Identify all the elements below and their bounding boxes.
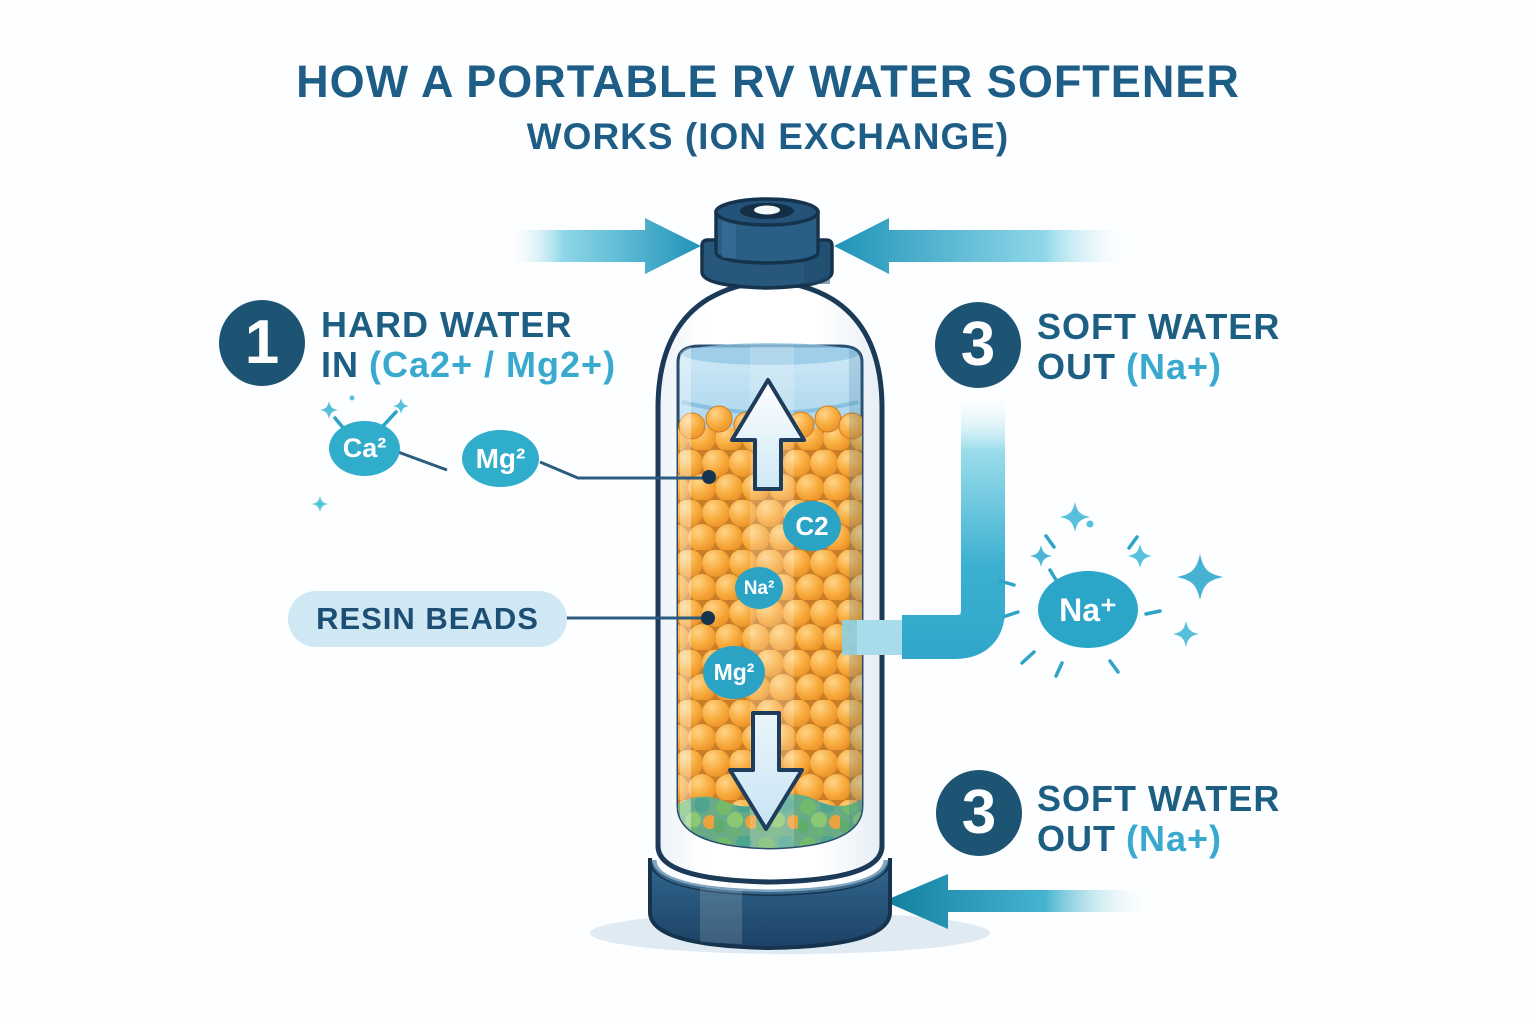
tank-base [648, 857, 892, 951]
soft-water-out-top-label: SOFT WATER OUT(Na+) [1037, 307, 1280, 386]
leader-lines [397, 450, 716, 625]
step-1-badge: 1 [219, 300, 305, 386]
step-3-top-badge: 3 [935, 302, 1021, 388]
tank-sodium-ion-chip: Na² [735, 567, 783, 609]
hard-water-in-label: HARD WATER IN(Ca2+ / Mg2+) [321, 305, 616, 384]
soft-water-top-formula: (Na+) [1126, 345, 1223, 387]
soft-water-out-bottom-label: SOFT WATER OUT(Na+) [1037, 779, 1280, 858]
tank-magnesium-ion-chip: Mg² [703, 646, 765, 699]
sparkles-icon [312, 395, 1223, 678]
soft-water-bottom-line-2: OUT [1037, 817, 1116, 859]
page-title: HOW A PORTABLE RV WATER SOFTENER WORKS (… [0, 56, 1536, 158]
flow-down-arrow-icon [728, 711, 804, 831]
step-3-bottom-badge: 3 [936, 770, 1022, 856]
calcium-ion-chip: Ca² [329, 421, 400, 476]
hard-water-line-2: IN [321, 343, 359, 385]
tank-cap [700, 197, 834, 290]
soft-water-top-line-2: OUT [1037, 345, 1116, 387]
outlet-pipe [857, 396, 1005, 659]
inlet-arrow-right-icon [834, 218, 1133, 274]
sodium-ion-chip: Na⁺ [1038, 571, 1138, 648]
magnesium-ion-chip: Mg² [462, 430, 539, 487]
soft-water-bottom-formula: (Na+) [1126, 817, 1223, 859]
inlet-arrow-left-icon [505, 218, 701, 274]
flow-up-arrow-icon [730, 378, 806, 491]
hard-water-line-1: HARD WATER [321, 304, 573, 345]
soft-water-top-line-1: SOFT WATER [1037, 306, 1281, 347]
tank-calcium-ion-chip: C2 [783, 501, 841, 551]
outlet-arrow-icon [884, 874, 1152, 929]
hard-water-formula: (Ca2+ / Mg2+) [369, 343, 617, 385]
soft-water-bottom-line-1: SOFT WATER [1037, 778, 1281, 819]
title-line-1: HOW A PORTABLE RV WATER SOFTENER [296, 56, 1240, 107]
title-line-2: WORKS (ION EXCHANGE) [526, 116, 1010, 157]
resin-beads-label: RESIN BEADS [288, 591, 567, 647]
